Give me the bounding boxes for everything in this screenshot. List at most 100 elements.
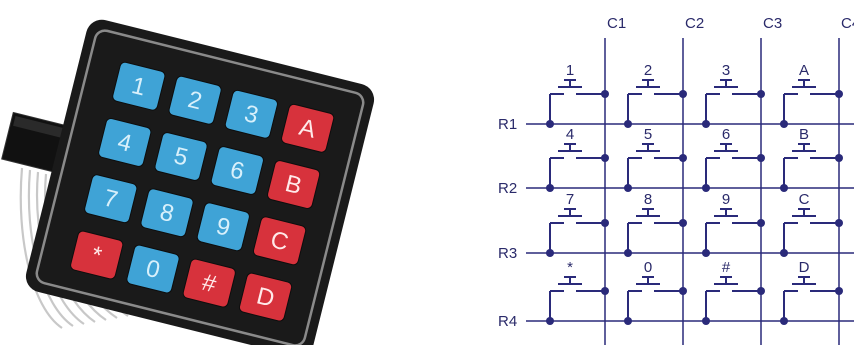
column-junction-dot [679, 154, 687, 162]
column-label: C1 [607, 15, 626, 32]
key-cap [210, 146, 264, 195]
row-junction-dot [624, 184, 632, 192]
switch-label: 0 [644, 259, 652, 276]
key-cap [84, 174, 138, 224]
switch-label: * [567, 259, 573, 276]
switch-cell: D [780, 259, 843, 325]
switch-cell: * [546, 259, 609, 325]
keypad-key[interactable]: * [70, 230, 124, 280]
key-cap [126, 244, 180, 294]
key-cap [196, 202, 250, 252]
switch-cell: 7 [546, 191, 609, 257]
keypad-key[interactable]: 6 [210, 146, 264, 196]
row-junction-dot [546, 317, 554, 325]
column-junction-dot [835, 154, 843, 162]
switch-label: 5 [644, 126, 652, 143]
column-junction-dot [601, 287, 609, 295]
keypad-key[interactable]: # [182, 258, 236, 308]
row-label: R4 [498, 313, 517, 330]
switch-cell: 8 [624, 191, 687, 257]
column-junction-dot [601, 154, 609, 162]
keypad-key[interactable]: 5 [154, 132, 208, 182]
row-junction-dot [702, 317, 710, 325]
column-junction-dot [601, 219, 609, 227]
switch-cell: 6 [702, 126, 765, 192]
key-label: 4 [115, 128, 134, 157]
switch-cell: 1 [546, 62, 609, 128]
key-cap [281, 103, 335, 153]
keypad-key[interactable]: C [252, 216, 307, 266]
key-label: 3 [242, 100, 261, 129]
keypad-key[interactable]: B [266, 160, 321, 210]
key-label: 0 [143, 255, 162, 284]
switch-label: 1 [566, 62, 574, 79]
key-label: 7 [101, 184, 120, 213]
row-label: R3 [498, 245, 517, 262]
keypad-key[interactable]: D [238, 272, 293, 322]
keypad-key[interactable]: 9 [196, 202, 250, 252]
key-cap [154, 132, 208, 181]
column-junction-dot [757, 90, 765, 98]
row-junction-dot [780, 184, 788, 192]
row-junction-dot [702, 249, 710, 257]
row-junction-dot [780, 120, 788, 128]
row-junction-dot [546, 249, 554, 257]
switch-cell: 3 [702, 62, 765, 128]
key-cap [168, 75, 222, 125]
keypad-key[interactable]: 3 [224, 89, 278, 139]
key-label: A [296, 114, 318, 144]
row-junction-dot [780, 317, 788, 325]
key-cap [182, 258, 236, 308]
column-junction-dot [757, 219, 765, 227]
column-junction-dot [835, 219, 843, 227]
keypad-key[interactable]: 0 [126, 244, 180, 294]
key-label: 5 [171, 142, 190, 171]
switch-label: 4 [566, 126, 574, 143]
keypad-key[interactable]: 4 [98, 117, 152, 167]
switch-cell: 5 [624, 126, 687, 192]
switch-cell: 9 [702, 191, 765, 257]
key-label: 1 [129, 72, 148, 101]
key-label: B [282, 170, 304, 200]
key-label: D [254, 282, 277, 312]
switch-cell: 4 [546, 126, 609, 192]
switch-label: 7 [566, 191, 574, 208]
keypad-key[interactable]: A [280, 103, 335, 153]
key-cap [238, 272, 293, 322]
switch-label: 2 [644, 62, 652, 79]
switch-cell: 0 [624, 259, 687, 325]
key-label: 8 [157, 199, 176, 228]
key-cap [224, 89, 278, 139]
switch-label: # [722, 259, 731, 276]
row-junction-dot [624, 317, 632, 325]
column-junction-dot [757, 287, 765, 295]
switch-cell: B [780, 126, 843, 192]
column-label: C2 [685, 15, 704, 32]
row-junction-dot [624, 120, 632, 128]
switch-label: B [799, 126, 809, 143]
key-cap [98, 118, 152, 167]
switch-label: 3 [722, 62, 730, 79]
key-label: C [268, 226, 291, 256]
keypad-border [35, 29, 365, 345]
row-junction-dot [702, 184, 710, 192]
column-junction-dot [835, 287, 843, 295]
switch-label: D [799, 259, 810, 276]
switch-cell: C [780, 191, 843, 257]
column-junction-dot [679, 219, 687, 227]
row-label: R2 [498, 180, 517, 197]
column-label: C3 [763, 15, 782, 32]
column-junction-dot [679, 287, 687, 295]
column-junction-dot [835, 90, 843, 98]
row-junction-dot [546, 184, 554, 192]
keypad-key[interactable]: 1 [112, 61, 166, 111]
keypad-key[interactable]: 7 [84, 174, 138, 224]
key-cap [140, 188, 194, 238]
row-junction-dot [702, 120, 710, 128]
keypad-key[interactable]: 8 [140, 188, 194, 238]
key-cap [267, 160, 321, 209]
column-junction-dot [757, 154, 765, 162]
keypad-key[interactable]: 2 [168, 75, 222, 125]
